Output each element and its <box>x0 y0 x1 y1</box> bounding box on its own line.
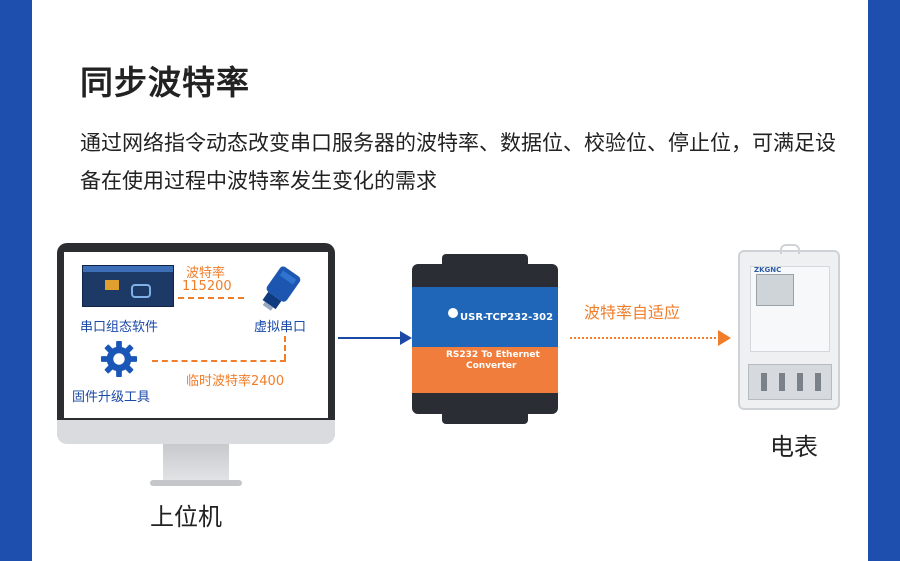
baud-label: 波特率 <box>186 266 226 281</box>
temp-baud-dashed-link <box>152 360 286 362</box>
adaptive-baud-label: 波特率自适应 <box>584 303 681 322</box>
electric-meter: ZKGNC <box>738 244 840 410</box>
host-computer-label: 上位机 <box>150 503 222 531</box>
software-screenshot-icon <box>82 265 174 307</box>
device-logo-icon <box>448 308 458 318</box>
serial-plug-icon <box>262 266 301 311</box>
adaptive-arrow-line <box>570 337 720 339</box>
meter-display <box>756 274 794 306</box>
meter-label: 电表 <box>770 433 818 461</box>
tool-label: 固件升级工具 <box>72 390 151 405</box>
connection-arrow-line <box>338 337 404 339</box>
meter-terminal-block <box>748 364 832 400</box>
device-bottom-panel <box>412 347 558 393</box>
temp-baud-label: 临时波特率2400 <box>186 374 285 389</box>
device-line2: Converter <box>466 361 517 371</box>
adaptive-arrow-head <box>718 330 731 346</box>
temp-baud-dashed-riser <box>284 336 286 360</box>
software-label: 串口组态软件 <box>80 320 159 335</box>
baud-dashed-link <box>178 297 244 299</box>
virtual-port-label: 虚拟串口 <box>254 320 307 335</box>
page-title: 同步波特率 <box>80 63 250 102</box>
connection-arrow-head <box>400 331 412 345</box>
device-model: USR-TCP232-302 <box>460 312 554 323</box>
device-top-panel <box>412 287 558 347</box>
monitor-base <box>150 480 242 486</box>
device-line1: RS232 To Ethernet <box>446 350 540 360</box>
monitor-stand <box>163 444 229 482</box>
baud-value: 115200 <box>182 279 232 294</box>
page-description: 通过网络指令动态改变串口服务器的波特率、数据位、校验位、停止位，可满足设备在使用… <box>80 131 836 193</box>
monitor-chin <box>57 420 335 444</box>
gear-icon <box>100 340 138 378</box>
meter-brand: ZKGNC <box>754 266 782 274</box>
